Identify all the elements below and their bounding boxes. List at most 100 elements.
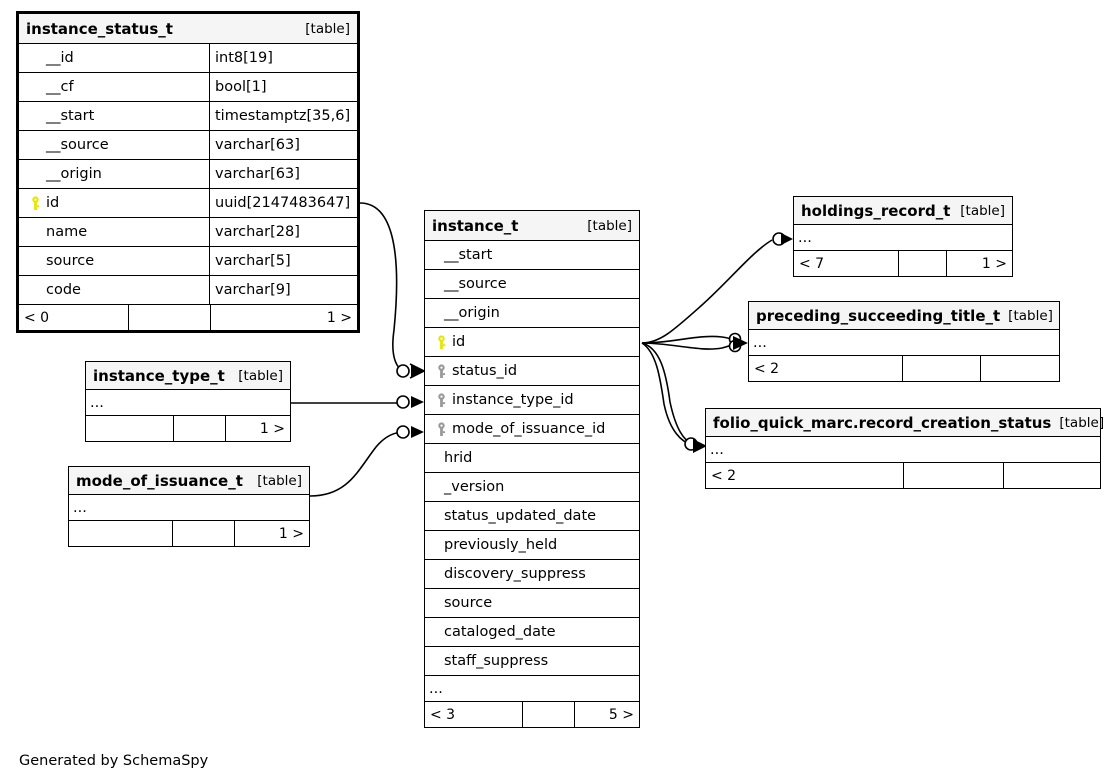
generator-credit: Generated by SchemaSpy (19, 753, 209, 769)
column-cell: __cf (19, 73, 209, 101)
footer-parent-count: < 7 (794, 251, 899, 276)
column-cell: code (19, 276, 209, 304)
table-row[interactable]: instance_type_id (425, 386, 639, 415)
column-type: varchar[9] (209, 276, 357, 304)
column-name: code (46, 282, 81, 298)
more-columns-indicator: ... (69, 495, 309, 521)
table-row[interactable]: mode_of_issuance_id (425, 415, 639, 444)
table-title: instance_type_t (93, 366, 225, 385)
column-name: instance_type_id (452, 392, 574, 408)
footer-middle (903, 356, 981, 381)
table-header: folio_quick_marc.record_creation_status … (706, 409, 1104, 437)
table-title: instance_t (432, 216, 519, 235)
column-cell: status_id (425, 357, 639, 385)
footer-parent-count: < 3 (425, 702, 523, 727)
column-name: cataloged_date (444, 624, 556, 640)
primary-key-icon (433, 334, 450, 350)
edge-instance-status-to-instance (359, 202, 405, 373)
table-row[interactable]: code varchar[9] (19, 276, 357, 305)
column-name: __source (444, 276, 507, 292)
table-preceding_succeeding_title_t[interactable]: preceding_succeeding_title_t [table] ...… (748, 301, 1060, 382)
column-name: mode_of_issuance_id (452, 421, 606, 437)
column-name: __start (444, 247, 493, 263)
table-header: preceding_succeeding_title_t [table] (749, 302, 1059, 330)
column-name: source (46, 253, 95, 269)
table-row[interactable]: cataloged_date (425, 618, 639, 647)
column-type: varchar[28] (209, 218, 357, 246)
table-row[interactable]: __cf bool[1] (19, 73, 357, 102)
table-row[interactable]: __origin (425, 299, 639, 328)
table-row[interactable]: source (425, 589, 639, 618)
table-instance_t[interactable]: instance_t [table] __start __source __or… (424, 210, 640, 728)
table-row[interactable]: status_updated_date (425, 502, 639, 531)
table-footer: < 3 5 > (425, 702, 639, 727)
footer-middle (174, 416, 226, 441)
column-name: __id (46, 50, 74, 66)
table-row[interactable]: id (425, 328, 639, 357)
footer-middle (173, 521, 235, 546)
table-title: preceding_succeeding_title_t (756, 306, 1001, 325)
footer-middle (904, 463, 1004, 488)
column-name: source (444, 595, 493, 611)
table-footer: < 2 (749, 356, 1059, 381)
edge-instance-to-preceding-2 (641, 342, 737, 350)
table-header: instance_status_t [table] (19, 14, 357, 44)
column-cell: mode_of_issuance_id (425, 415, 639, 443)
primary-key-icon (27, 195, 44, 211)
table-row[interactable]: hrid (425, 444, 639, 473)
table-mode_of_issuance_t[interactable]: mode_of_issuance_t [table] ... 1 > (68, 466, 310, 547)
table-row[interactable]: source varchar[5] (19, 247, 357, 276)
table-footer: 1 > (86, 416, 290, 441)
column-name: staff_suppress (444, 653, 549, 669)
table-folio_quick_marc-record_creation_status[interactable]: folio_quick_marc.record_creation_status … (705, 408, 1104, 489)
table-type-tag: [table] (305, 20, 350, 37)
edge-instance-to-quickmarc-1 (641, 342, 693, 445)
table-row[interactable]: __start (425, 241, 639, 270)
column-name: name (46, 224, 88, 240)
column-name: hrid (444, 450, 473, 466)
table-row[interactable]: id uuid[2147483647] (19, 189, 357, 218)
footer-child-count: 1 > (259, 420, 285, 437)
more-columns-indicator: ... (794, 225, 1012, 251)
table-holdings_record_t[interactable]: holdings_record_t [table] ... < 7 1 > (793, 196, 1013, 277)
footer-parent-count (86, 416, 174, 441)
edge-instance-to-quickmarc-2 (641, 342, 693, 446)
table-row[interactable]: name varchar[28] (19, 218, 357, 247)
table-row[interactable]: discovery_suppress (425, 560, 639, 589)
table-type-tag: [table] (238, 367, 283, 384)
table-row[interactable]: __origin varchar[63] (19, 160, 357, 189)
table-instance_type_t[interactable]: instance_type_t [table] ... 1 > (85, 361, 291, 442)
table-type-tag: [table] (960, 202, 1005, 219)
column-cell: instance_type_id (425, 386, 639, 414)
table-title: mode_of_issuance_t (76, 471, 243, 490)
table-row[interactable]: _version (425, 473, 639, 502)
table-row[interactable]: previously_held (425, 531, 639, 560)
table-instance_status_t[interactable]: instance_status_t [table] __id int8[19] … (16, 11, 360, 333)
table-header: holdings_record_t [table] (794, 197, 1012, 225)
footer-child-count (981, 356, 1059, 381)
table-row[interactable]: __id int8[19] (19, 44, 357, 73)
foreign-key-icon (433, 392, 450, 408)
column-type: uuid[2147483647] (209, 189, 357, 217)
table-row[interactable]: __source (425, 270, 639, 299)
foreign-key-icon (433, 421, 450, 437)
more-columns-indicator: ... (749, 330, 1059, 356)
column-name: status_id (452, 363, 518, 379)
footer-child-count: 1 > (981, 255, 1007, 272)
table-row[interactable]: __start timestamptz[35,6] (19, 102, 357, 131)
footer-child-count: 1 > (278, 525, 304, 542)
column-name: __source (46, 137, 109, 153)
footer-child-count: 5 > (608, 706, 634, 723)
foreign-key-icon (433, 363, 450, 379)
column-name: _version (444, 479, 505, 495)
footer-parent-count: < 2 (706, 463, 904, 488)
table-row[interactable]: staff_suppress (425, 647, 639, 676)
table-footer: 1 > (69, 521, 309, 546)
column-type: varchar[63] (209, 160, 357, 188)
table-row[interactable]: __source varchar[63] (19, 131, 357, 160)
footer-middle (899, 251, 947, 276)
table-row[interactable]: status_id (425, 357, 639, 386)
column-name: __origin (46, 166, 102, 182)
table-footer: < 2 (706, 463, 1100, 488)
